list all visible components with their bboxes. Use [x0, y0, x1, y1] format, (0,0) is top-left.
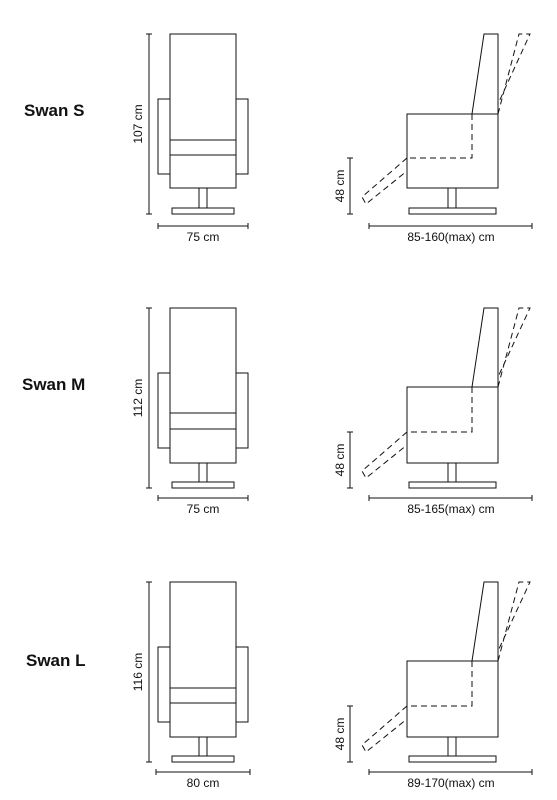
length-dimension: 85-160(max) cm	[368, 223, 533, 244]
reclined-footrest	[361, 704, 408, 753]
height-dimension: 107 cm	[131, 33, 152, 215]
chair-back-outline	[169, 33, 237, 189]
backrest	[471, 33, 499, 115]
side-view	[361, 33, 531, 215]
pedestal-base	[171, 207, 235, 215]
left-armrest	[157, 98, 171, 175]
seat-height-dimension: 48 cm	[333, 705, 353, 763]
chair-back-outline	[169, 581, 237, 738]
side-view	[361, 307, 531, 489]
reclined-seat	[407, 387, 473, 433]
side-base	[408, 755, 497, 763]
model-name-label: Swan M	[22, 375, 85, 394]
height-label: 116 cm	[131, 653, 145, 691]
length-label: 89-170(max) cm	[407, 776, 494, 790]
width-label: 80 cm	[187, 776, 220, 790]
front-view	[157, 581, 249, 763]
width-dimension: 80 cm	[155, 769, 251, 790]
length-dimension: 89-170(max) cm	[368, 769, 533, 790]
height-label: 112 cm	[131, 379, 145, 417]
seat-height-label: 48 cm	[333, 444, 347, 477]
model-name-label: Swan S	[24, 101, 84, 120]
reclined-backrest	[497, 581, 531, 662]
length-dimension: 85-165(max) cm	[368, 495, 533, 516]
seat-box	[406, 113, 499, 189]
side-base	[408, 481, 497, 489]
side-view	[361, 581, 531, 763]
chair-back-outline	[169, 307, 237, 464]
reclined-backrest	[497, 307, 531, 388]
height-dimension: 116 cm	[131, 581, 152, 763]
seat-box	[406, 660, 499, 738]
front-view	[157, 307, 249, 489]
backrest	[471, 581, 499, 662]
right-armrest	[235, 372, 249, 449]
reclined-footrest	[361, 156, 408, 205]
seat-height-dimension: 48 cm	[333, 157, 353, 215]
width-label: 75 cm	[187, 502, 220, 516]
model-swan-m: Swan M 112 cm 75 cm	[22, 307, 533, 516]
width-dimension: 75 cm	[157, 223, 249, 244]
seat-box	[406, 386, 499, 464]
length-label: 85-160(max) cm	[407, 230, 494, 244]
side-base	[408, 207, 497, 215]
right-armrest	[235, 646, 249, 723]
reclined-seat	[407, 114, 473, 159]
width-dimension: 75 cm	[157, 495, 249, 516]
height-label: 107 cm	[131, 104, 145, 143]
seat-height-label: 48 cm	[333, 718, 347, 751]
width-label: 75 cm	[187, 230, 220, 244]
reclined-seat	[407, 661, 473, 707]
front-view	[157, 33, 249, 215]
backrest	[471, 307, 499, 388]
right-armrest	[235, 98, 249, 175]
pedestal-base	[171, 755, 235, 763]
pedestal-base	[171, 481, 235, 489]
reclined-backrest	[497, 33, 531, 115]
length-label: 85-165(max) cm	[407, 502, 494, 516]
height-dimension: 112 cm	[131, 307, 152, 489]
left-armrest	[157, 646, 171, 723]
model-name-label: Swan L	[26, 651, 86, 670]
seat-height-dimension: 48 cm	[333, 431, 353, 489]
model-swan-l: Swan L 116 cm 80 cm	[26, 581, 533, 790]
left-armrest	[157, 372, 171, 449]
seat-height-label: 48 cm	[333, 170, 347, 203]
model-swan-s: Swan S 107 cm 75 cm	[24, 33, 533, 244]
reclined-footrest	[361, 430, 408, 479]
